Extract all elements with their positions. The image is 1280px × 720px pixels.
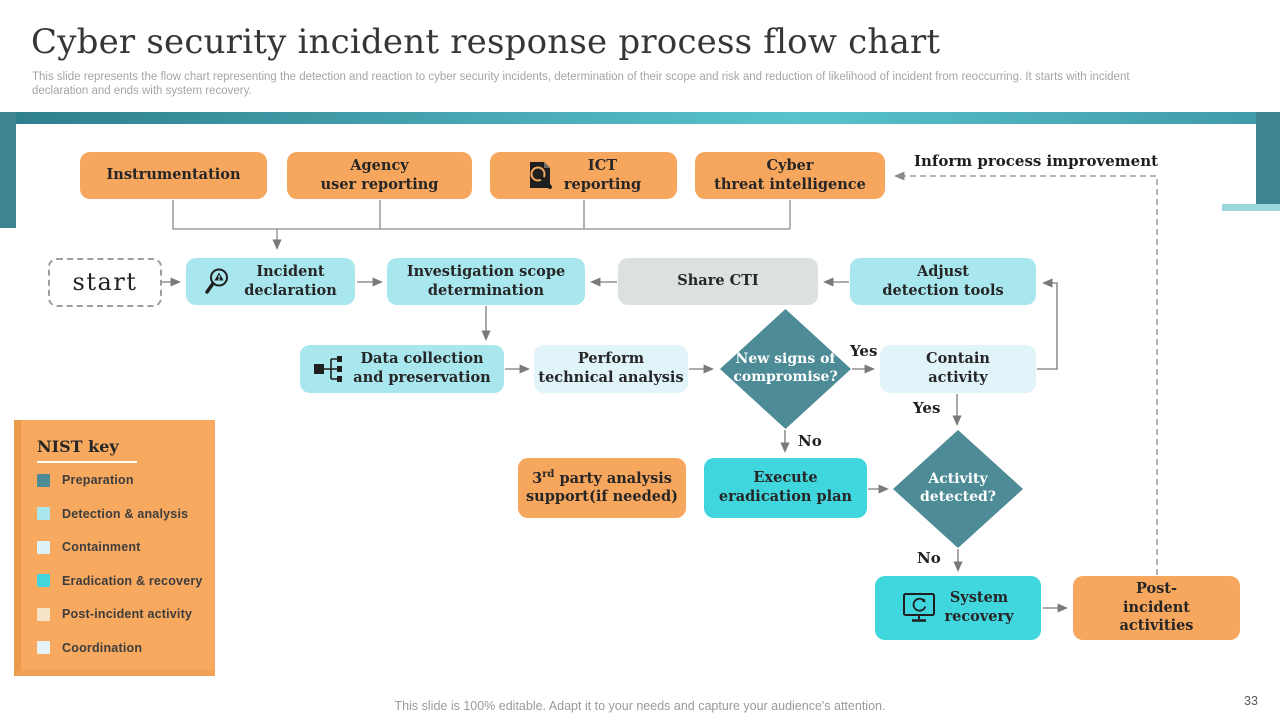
node-data-collection-preservation[interactable]: Data collection and preservation xyxy=(300,345,504,393)
label-yes-contain: Yes xyxy=(913,399,941,417)
monitor-refresh-icon xyxy=(903,593,936,622)
node-label: Incident declaration xyxy=(244,262,337,299)
legend-item-eradication-recovery: Eradication & recovery xyxy=(37,574,215,588)
node-label: Data collection and preservation xyxy=(353,350,491,386)
teal-right-block xyxy=(1256,112,1280,204)
node-label: Perform technical analysis xyxy=(538,350,684,386)
node-perform-technical-analysis[interactable]: Perform technical analysis xyxy=(534,345,688,393)
legend-item-detection-analysis: Detection & analysis xyxy=(37,507,215,521)
document-magnifier-icon xyxy=(529,161,552,189)
node-label: Contain activity xyxy=(926,350,990,386)
page-title: Cyber security incident response process… xyxy=(31,22,941,62)
legend-item-post-incident-activity: Post-incident activity xyxy=(37,607,215,621)
teal-right-lip xyxy=(1222,204,1280,211)
inform-process-improvement-label: Inform process improvement xyxy=(914,152,1159,170)
node-system-recovery[interactable]: System recovery xyxy=(875,576,1041,640)
swatch-preparation xyxy=(37,473,50,487)
node-post-incident-activities[interactable]: Post- incident activities xyxy=(1073,576,1240,640)
node-execute-eradication-plan[interactable]: Execute eradication plan xyxy=(704,458,867,518)
legend-underline xyxy=(37,461,137,463)
node-contain-activity[interactable]: Contain activity xyxy=(880,345,1036,393)
legend-item-preparation: Preparation xyxy=(37,473,215,487)
node-instrumentation[interactable]: Instrumentation xyxy=(80,152,267,199)
swatch-coordination xyxy=(37,641,50,654)
data-network-icon xyxy=(314,356,343,382)
legend-title: NIST key xyxy=(37,437,119,456)
footer-note: This slide is 100% editable. Adapt it to… xyxy=(394,699,886,713)
node-share-cti[interactable]: Share CTI xyxy=(618,258,818,305)
node-label: start xyxy=(72,268,138,297)
swatch-post-incident-activity xyxy=(37,607,50,621)
node-label: Activity detected? xyxy=(920,471,996,505)
legend-item-containment: Containment xyxy=(37,540,215,554)
legend-item-coordination: Coordination xyxy=(37,641,215,655)
node-label: New signs of compromise? xyxy=(733,351,838,385)
node-third-party-analysis-support[interactable]: 3rd party analysis support(if needed) xyxy=(518,458,686,518)
decision-activity-detected[interactable]: Activity detected? xyxy=(893,430,1023,548)
node-label: Investigation scope determination xyxy=(406,262,566,299)
node-investigation-scope-determination[interactable]: Investigation scope determination xyxy=(387,258,585,305)
node-label: ICT reporting xyxy=(563,156,642,193)
page-number: 33 xyxy=(1244,694,1258,708)
teal-band xyxy=(0,112,1280,124)
node-label: Instrumentation xyxy=(106,166,241,184)
swatch-containment xyxy=(37,540,50,554)
page-subtitle: This slide represents the flow chart rep… xyxy=(32,71,1130,98)
teal-left-strip xyxy=(0,112,16,228)
node-adjust-detection-tools[interactable]: Adjust detection tools xyxy=(850,258,1036,305)
magnifier-alert-icon xyxy=(205,268,229,294)
node-label: System recovery xyxy=(944,589,1014,625)
node-cyber-threat-intelligence[interactable]: Cyber threat intelligence xyxy=(695,152,885,199)
nist-key-legend[interactable]: NIST key Preparation Detection & analysi… xyxy=(14,420,215,676)
node-label: Post- incident activities xyxy=(1119,580,1194,635)
node-label: Cyber threat intelligence xyxy=(714,156,866,193)
node-label: 3rd party analysis support(if needed) xyxy=(525,469,678,506)
node-incident-declaration[interactable]: Incident declaration xyxy=(186,258,355,305)
node-label: Share CTI xyxy=(677,272,759,290)
node-label: Adjust detection tools xyxy=(882,262,1004,299)
swatch-detection-analysis xyxy=(37,507,50,520)
node-start[interactable]: start xyxy=(48,258,162,307)
node-label: Agency user reporting xyxy=(320,156,439,193)
node-ict-reporting[interactable]: ICT reporting xyxy=(490,152,677,199)
label-no-activity: No xyxy=(917,549,941,567)
decision-new-signs-of-compromise[interactable]: New signs of compromise? xyxy=(720,309,851,429)
label-no-compromise: No xyxy=(798,432,822,450)
node-label: Execute eradication plan xyxy=(718,469,853,505)
node-agency-user-reporting[interactable]: Agency user reporting xyxy=(287,152,472,199)
label-yes-compromise: Yes xyxy=(850,342,878,360)
swatch-eradication-recovery xyxy=(37,574,50,587)
